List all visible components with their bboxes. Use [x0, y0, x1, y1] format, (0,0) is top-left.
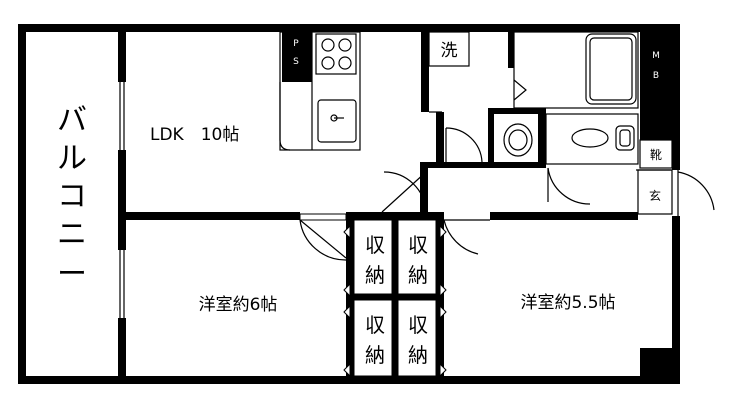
- closet-label: 納: [365, 263, 385, 287]
- closet-label: 納: [408, 263, 428, 287]
- balcony-char: バ: [57, 103, 87, 138]
- balcony-char: ニ: [57, 217, 87, 252]
- closet-label: 納: [408, 343, 428, 367]
- closet-door-markers: [343, 224, 447, 378]
- balcony-label: バ ル コ ニ ー: [57, 103, 87, 292]
- western-room-left-label: 洋室約6帖: [199, 295, 278, 315]
- balcony-wall: [118, 24, 126, 384]
- closet-label: 収: [408, 233, 428, 257]
- mb-label: M: [652, 51, 660, 61]
- closets: [353, 219, 437, 377]
- entrance-label: 玄: [649, 188, 661, 203]
- closet-label: 納: [365, 343, 385, 367]
- balcony-char: コ: [57, 179, 87, 214]
- mb-label: B: [653, 71, 659, 81]
- laundry-label: 洗: [441, 41, 458, 61]
- closet-label: 収: [365, 233, 385, 257]
- wet-area-walls: [421, 31, 673, 215]
- closet-labels: 収 納 収 納 収 納 収 納: [365, 233, 428, 367]
- kitchen-counter: [279, 31, 361, 151]
- shoe-box-label: 靴: [650, 148, 662, 162]
- ps-label: S: [293, 57, 299, 67]
- doors: [299, 79, 715, 261]
- inner-walls: [118, 162, 680, 384]
- western-room-right-label: 洋室約5.5帖: [520, 293, 615, 313]
- ldk-label: LDK 10帖: [150, 125, 239, 145]
- ps-label: P: [293, 39, 299, 49]
- closet-label: 収: [365, 313, 385, 337]
- balcony-char: ル: [57, 141, 87, 176]
- closet-label: 収: [408, 313, 428, 337]
- balcony-char: ー: [57, 257, 87, 292]
